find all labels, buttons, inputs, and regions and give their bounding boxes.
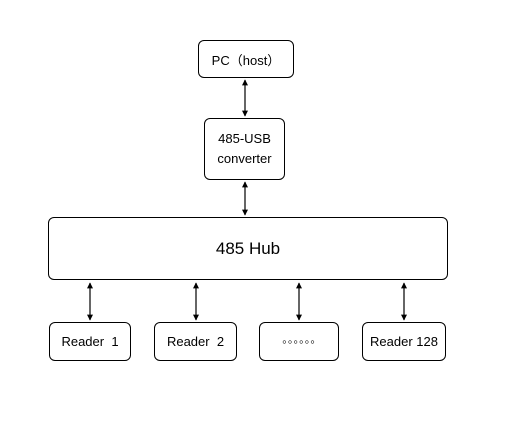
reader-1-box: Reader 1 (49, 322, 131, 361)
reader-2-box: Reader 2 (154, 322, 237, 361)
reader-2-label: Reader 2 (166, 334, 225, 349)
reader-128-label: Reader 128 (370, 334, 438, 349)
reader-ellipsis-box: ◦◦◦◦◦◦ (259, 322, 339, 361)
reader-ellipsis-label: ◦◦◦◦◦◦ (282, 334, 316, 349)
converter-box: 485-USB converter (204, 118, 285, 180)
pc-host-box: PC（host） (198, 40, 294, 78)
converter-label-line1: 485-USB (218, 131, 271, 146)
hub-box: 485 Hub (48, 217, 448, 280)
hub-label: 485 Hub (215, 238, 281, 258)
reader-128-box: Reader 128 (362, 322, 446, 361)
converter-label-line2: converter (217, 151, 272, 166)
pc-host-label: PC（host） (211, 52, 281, 68)
reader-1-label: Reader 1 (61, 334, 119, 349)
